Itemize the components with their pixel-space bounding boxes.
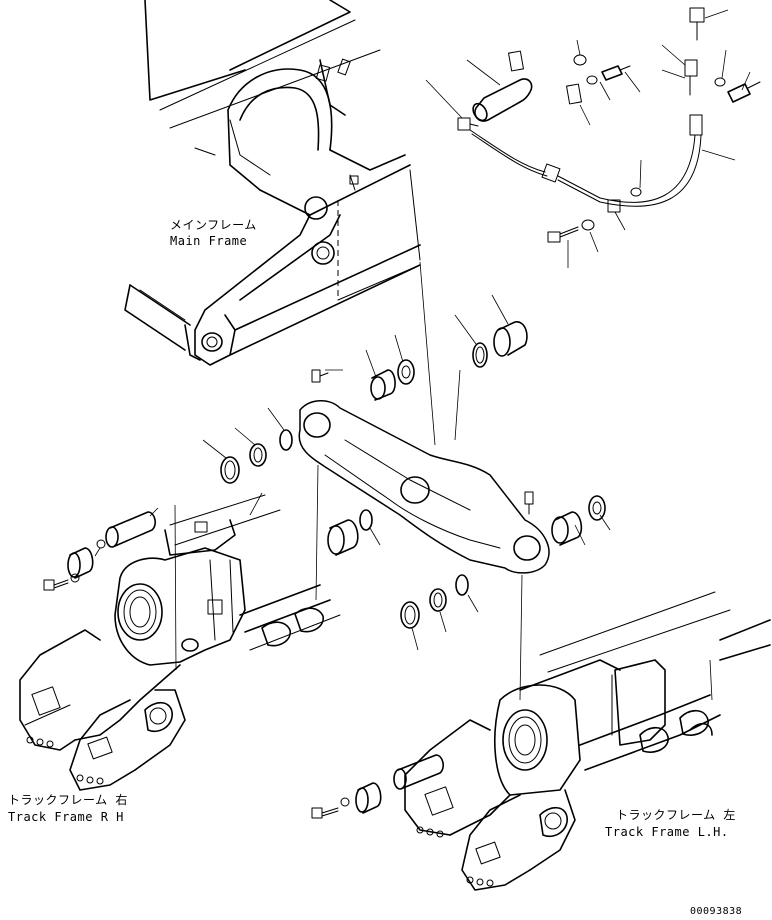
main-frame	[124, 0, 421, 366]
bushing-set-right	[400, 491, 611, 651]
bushing-set-lower-left	[327, 509, 381, 556]
label-main-frame-jp: メインフレーム	[170, 218, 257, 232]
track-frame-lh	[311, 574, 771, 891]
label-track-frame-lh-en: Track Frame L.H.	[605, 825, 729, 839]
equalizer-bar	[298, 200, 550, 574]
label-track-frame-rh-en: Track Frame R H	[8, 810, 124, 824]
label-track-frame-rh-jp: トラックフレーム 右	[8, 793, 128, 807]
label-track-frame-lh-jp: トラックフレーム 左	[616, 808, 736, 822]
label-main-frame-en: Main Frame	[170, 234, 248, 248]
bushing-set-upper	[311, 294, 528, 401]
track-frame-rh	[19, 464, 341, 791]
drawing-number: 00093838	[690, 906, 743, 917]
ring-set-left	[202, 407, 293, 484]
pin-and-grease-line	[425, 7, 761, 268]
